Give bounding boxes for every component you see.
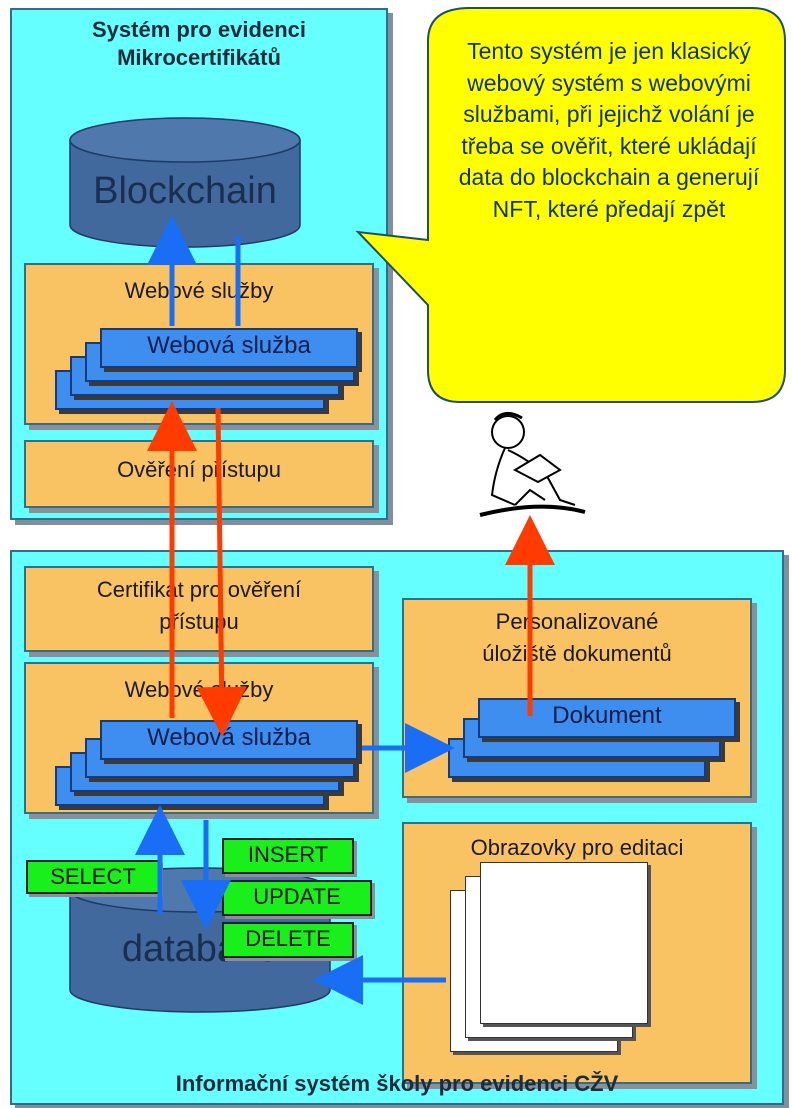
access-verification-box: Ověření přístupu (24, 440, 374, 508)
delete-label: DELETE (222, 922, 354, 958)
storage-line1: Personalizované (495, 609, 659, 634)
top-web-service: Webová služba (100, 328, 358, 368)
top-web-services-title: Webové služby (124, 278, 274, 303)
certificate-line2: přístupu (159, 609, 239, 634)
access-verification-label: Ověření přístupu (117, 457, 281, 482)
top-web-service-label: Webová služba (147, 332, 311, 359)
edit-screens-line1: Obrazovky pro editaci (470, 835, 684, 860)
bottom-web-service-label: Webová služba (147, 724, 311, 751)
document-label: Dokument (552, 702, 662, 729)
update-label: UPDATE (222, 880, 372, 916)
screen-page-1 (480, 862, 648, 1024)
reader-figure-icon (479, 412, 586, 517)
top-system-title: Systém pro evidenci Mikrocertifikátů (10, 16, 388, 72)
callout-text: Tento systém je jen klasický webový syst… (458, 38, 760, 222)
document-item: Dokument (478, 698, 736, 738)
bottom-web-services-title: Webové služby (124, 677, 274, 702)
certificate-line1: Certifikát pro ověření (96, 577, 302, 602)
top-system-title-line1: Systém pro evidenci (92, 17, 306, 42)
bottom-system-title: Informační systém školy pro evidenci CŽV (175, 1071, 619, 1096)
select-label: SELECT (26, 860, 160, 894)
storage-line2: úložiště dokumentů (482, 641, 672, 666)
insert-label: INSERT (222, 838, 354, 874)
certificate-box: Certifikát pro ověření přístupu (24, 566, 374, 652)
bottom-web-service: Webová služba (100, 720, 358, 760)
blockchain-label: Blockchain (93, 170, 277, 212)
top-system-title-line2: Mikrocertifikátů (117, 45, 281, 70)
